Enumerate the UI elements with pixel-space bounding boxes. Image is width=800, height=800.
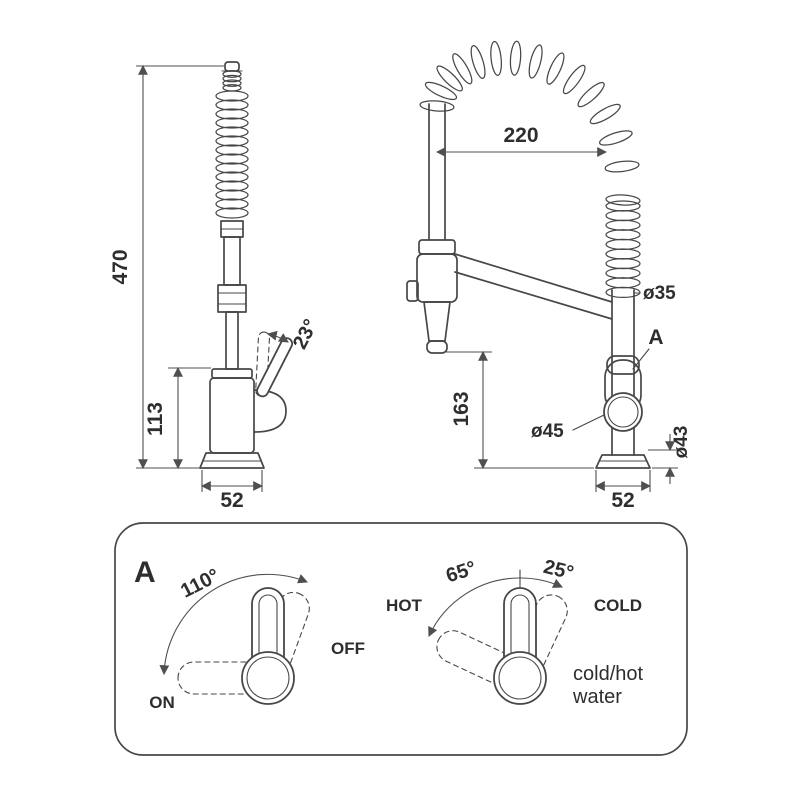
dim-spout-reach: 220 [503, 124, 538, 147]
hot-angle: 65° [443, 557, 479, 587]
side-body [209, 377, 255, 454]
detail-callout-label: A [648, 326, 663, 349]
spout-arm-top [454, 253, 613, 303]
dim-height-to-spray: 163 [450, 391, 473, 426]
front-dimensions: 220 ø35 A 163 ø45 ø43 52 [435, 124, 692, 512]
dim-spout-diameter: ø35 [643, 283, 676, 304]
spray-head-body [416, 253, 458, 303]
side-neck [225, 311, 239, 370]
side-base [199, 452, 265, 469]
side-body-cap [211, 368, 253, 379]
side-spring-coil [215, 70, 249, 219]
detail-panel-label: A [134, 556, 156, 589]
dim-base-width-side: 52 [220, 489, 243, 512]
side-collar [217, 284, 247, 313]
hot-cold-diagram: 65° 25° HOT COLD cold/hot water [386, 556, 643, 708]
side-top-knob [224, 61, 240, 72]
dim-handle-diameter: ø45 [531, 421, 564, 442]
side-lever-swing-arc [266, 330, 289, 343]
handle-knob-mixer [493, 651, 547, 705]
handle-knob-onoff [241, 651, 295, 705]
side-dimensions: 470 113 52 23° [109, 64, 322, 512]
dim-base-diameter: ø43 [671, 426, 692, 459]
mixer-caption-line1: cold/hot [573, 663, 643, 685]
cold-label: COLD [594, 596, 642, 615]
spray-head-nozzle [426, 340, 448, 354]
hot-swing-arc [428, 577, 521, 637]
on-off-swing-arc [159, 573, 309, 676]
dim-base-width-front: 52 [611, 489, 634, 512]
front-base [595, 454, 651, 469]
side-handle-mount [253, 389, 287, 433]
front-handle-collar [606, 355, 640, 375]
cold-swing-arc [519, 577, 564, 588]
front-faucet-outline [406, 40, 651, 469]
off-label: OFF [331, 639, 365, 658]
front-handle-knob [603, 392, 643, 432]
side-upper-tube [223, 236, 241, 286]
on-off-diagram: 110° ON OFF [149, 565, 365, 712]
dim-total-height: 470 [109, 249, 132, 284]
side-lever-ghost [255, 331, 271, 397]
side-view: 470 113 52 23° [109, 61, 322, 512]
front-view: 220 ø35 A 163 ø45 ø43 52 [406, 40, 692, 512]
dim-handle-height: 113 [144, 402, 167, 436]
on-label: ON [149, 693, 175, 712]
mixer-caption-line2: water [572, 686, 622, 708]
side-faucet-outline [199, 61, 294, 469]
spray-head-collar [418, 239, 456, 255]
front-spring-coil [419, 40, 641, 299]
spray-head-taper [423, 301, 451, 342]
dim-handle-angle: 23° [289, 316, 322, 353]
spray-head-button [406, 280, 419, 302]
on-off-angle: 110° [177, 565, 223, 603]
cold-angle: 25° [541, 556, 576, 585]
detail-panel: A 110° ON OFF 65° 25° HOT [114, 522, 688, 756]
detail-panel-border [114, 522, 688, 756]
hot-label: HOT [386, 596, 423, 615]
side-lever [256, 337, 294, 398]
spout-arm-bottom [454, 271, 613, 320]
